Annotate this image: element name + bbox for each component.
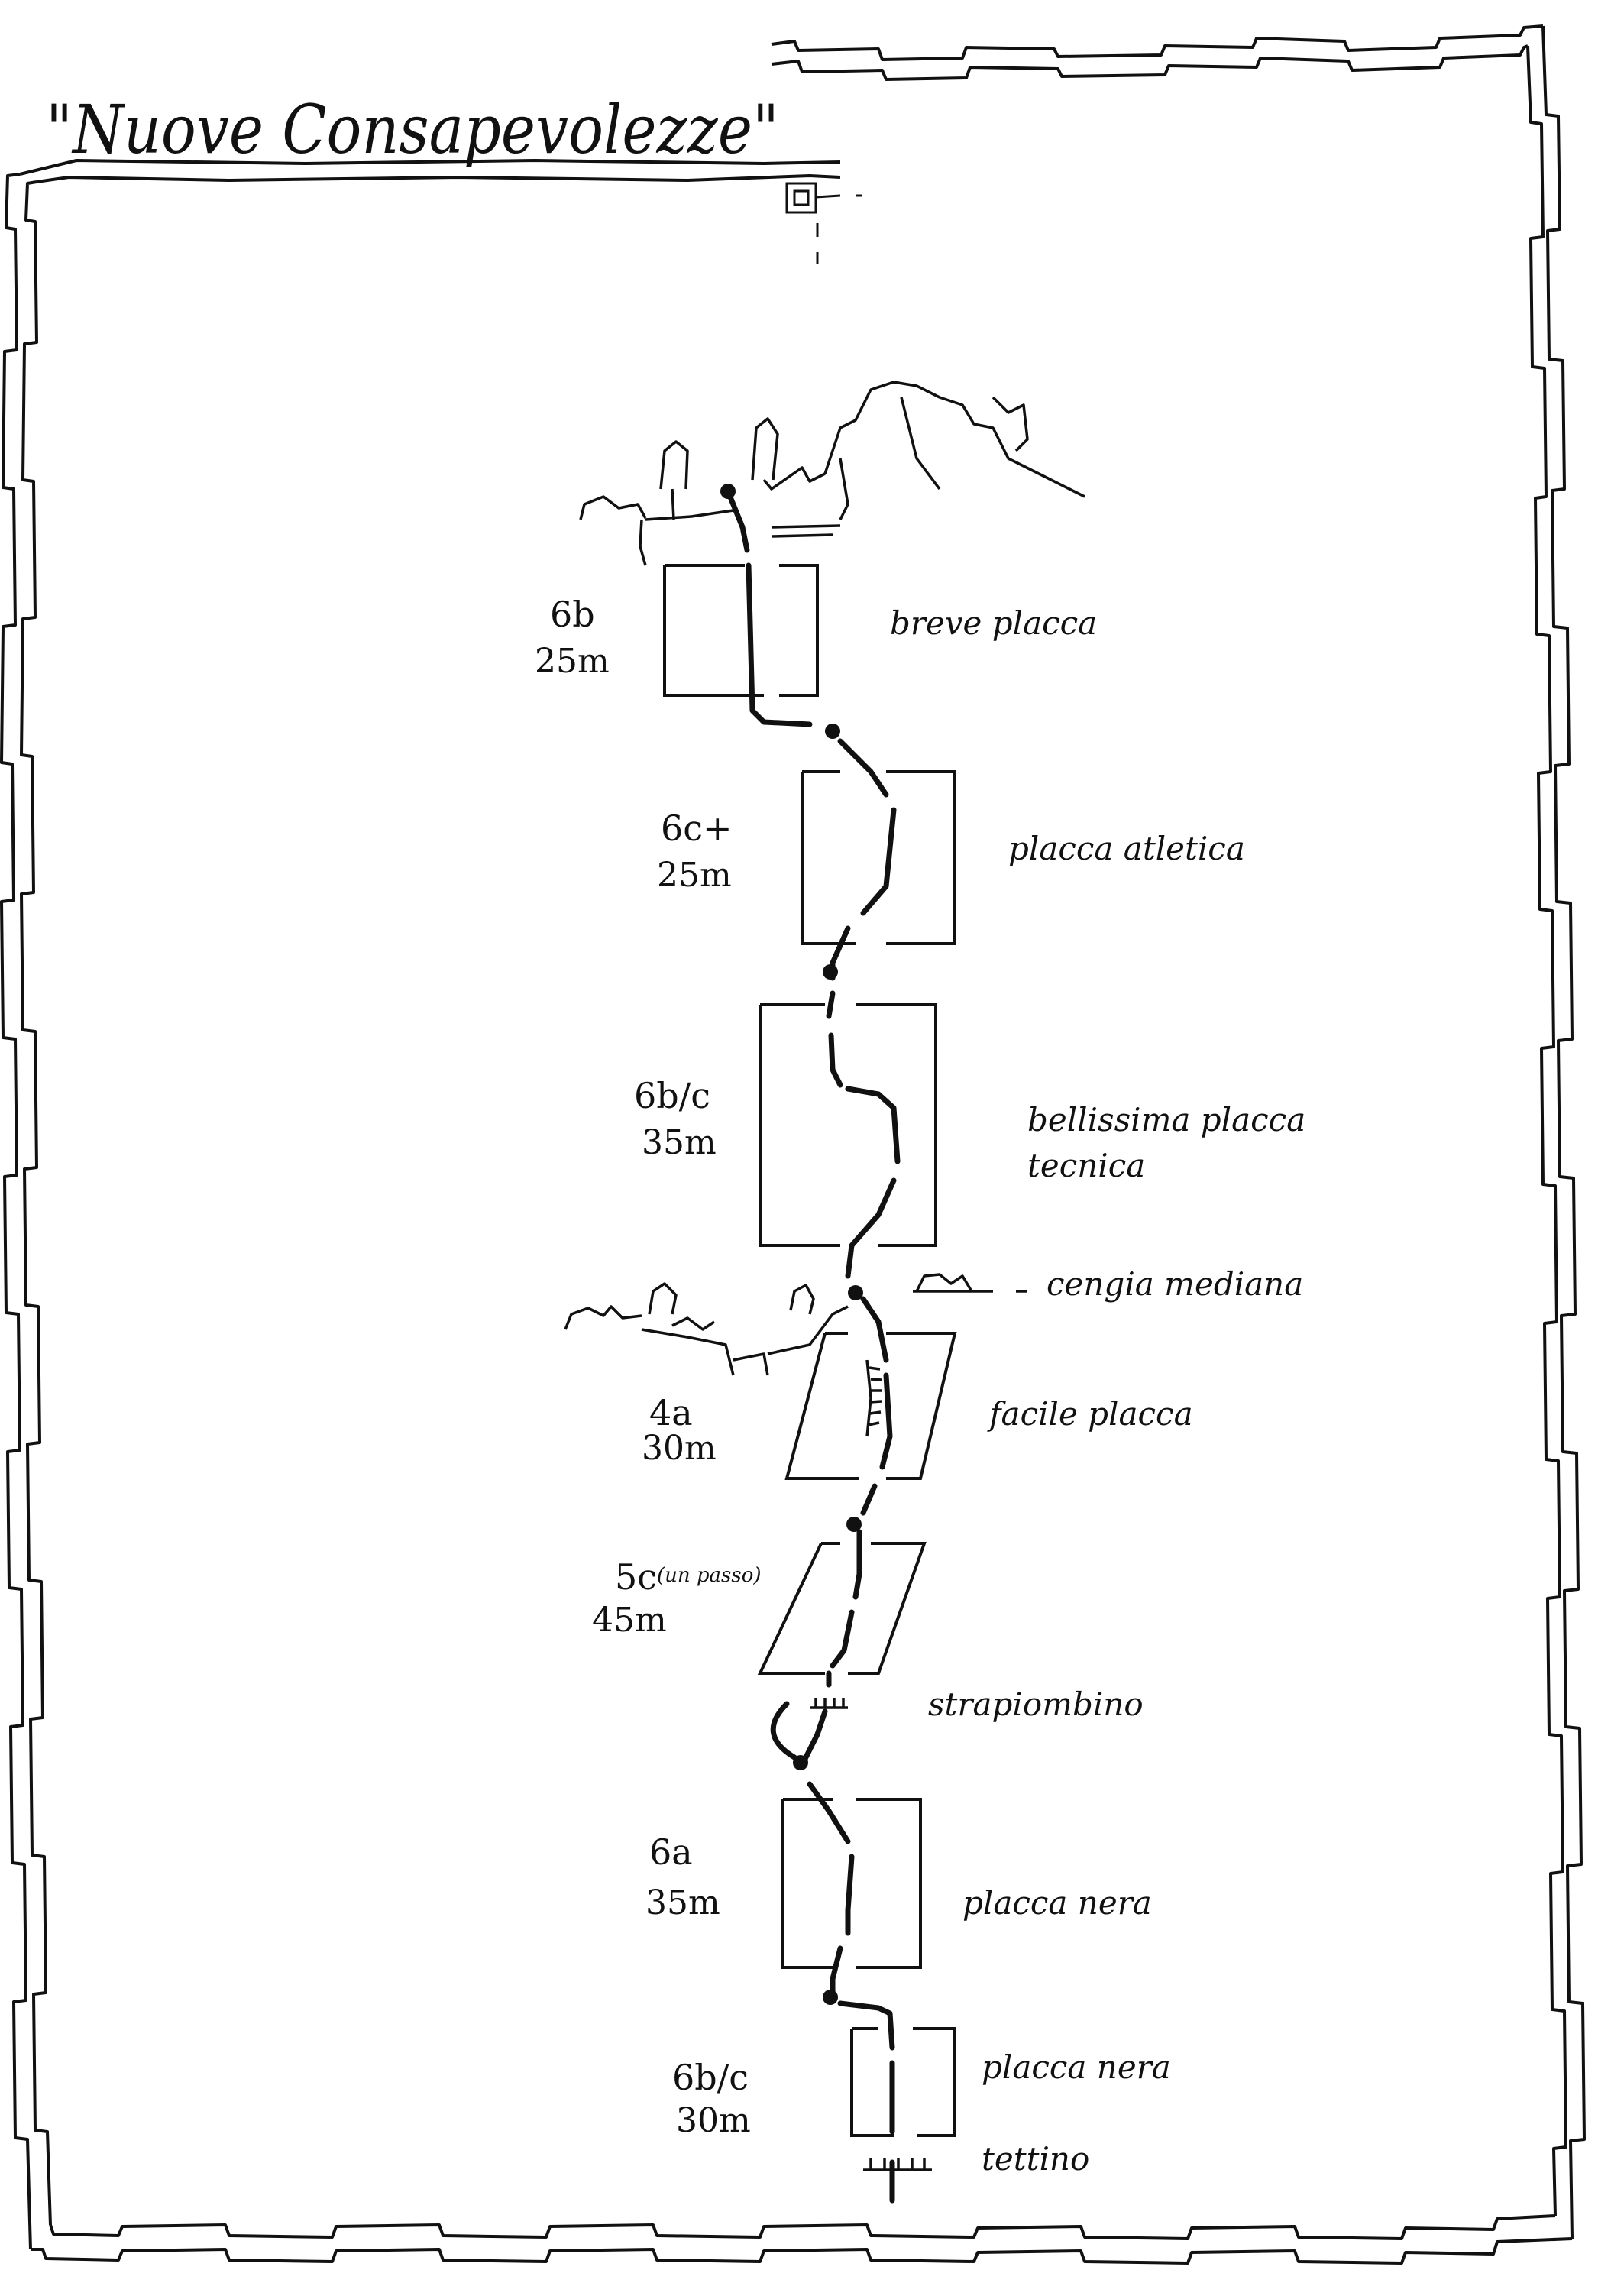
pitch-1-description: breve placca xyxy=(890,604,1097,642)
pitch-3-length: 35m xyxy=(642,1123,717,1162)
belay-station xyxy=(848,1285,863,1300)
pitch-box-4 xyxy=(784,1332,957,1480)
route-line xyxy=(726,492,901,2204)
belay-station xyxy=(793,1755,808,1770)
pitch-7-grade: 6b/c xyxy=(672,2057,749,2098)
ledge-terrain xyxy=(564,1273,1027,1376)
belay-stations xyxy=(720,484,863,2005)
pitch-5-length: 45m xyxy=(592,1601,667,1640)
pitch-box-1 xyxy=(663,564,819,697)
pitch-3-description: bellissima placca xyxy=(1027,1101,1305,1138)
cengia-label: cengia mediana xyxy=(1047,1265,1303,1303)
pitch-box-6 xyxy=(781,1798,922,1969)
pitch-1-length: 25m xyxy=(535,642,610,681)
pitch-labels: 6b 25m 6c+ 25m 6b/c 35m 4a 30m 5c (un pa… xyxy=(535,594,762,2140)
pitch-6-description: placca nera xyxy=(962,1884,1152,1922)
pitch-3-description-2: tecnica xyxy=(1027,1147,1145,1184)
pitch-7-description: placca nera xyxy=(982,2048,1171,2086)
belay-station xyxy=(846,1517,862,1532)
belay-station xyxy=(720,484,736,499)
frame-border xyxy=(0,24,1586,2265)
pitch-4-grade: 4a xyxy=(649,1392,693,1433)
pitch-boxes xyxy=(663,564,957,2137)
strapiombino-label: strapiombino xyxy=(928,1686,1144,1723)
belay-station xyxy=(823,1990,838,2005)
pitch-1-grade: 6b xyxy=(550,594,595,635)
pitch-4-length: 30m xyxy=(642,1429,717,1468)
summit-terrain xyxy=(579,381,1085,566)
pitch-7-length: 30m xyxy=(676,2101,751,2140)
pitch-6-grade: 6a xyxy=(649,1831,693,1873)
pitch-3-grade: 6b/c xyxy=(634,1075,710,1116)
pitch-descriptions: breve placca placca atletica bellissima … xyxy=(890,604,1305,2178)
pitch-2-description: placca atletica xyxy=(1008,830,1245,867)
pitch-box-5 xyxy=(757,1542,927,1675)
belay-station xyxy=(823,964,838,980)
tettino-label: tettino xyxy=(982,2140,1089,2178)
pitch-2-grade: 6c+ xyxy=(661,808,733,849)
pitch-6-length: 35m xyxy=(645,1883,720,1922)
route-title: "Nuove Consapevolezze" xyxy=(46,90,779,169)
strapiombino-arc xyxy=(770,1701,797,1760)
pitch-box-2 xyxy=(801,770,956,945)
pitch-box-7 xyxy=(850,2027,956,2137)
corner-mark-icon xyxy=(785,182,862,264)
pitch-5-grade-note: (un passo) xyxy=(657,1564,762,1587)
pitch-4-description: facile placca xyxy=(987,1395,1193,1433)
pitch-box-3 xyxy=(759,1003,937,1247)
pitch-2-length: 25m xyxy=(657,856,732,895)
belay-station xyxy=(825,724,840,739)
pitch-5-grade: 5c xyxy=(615,1556,657,1598)
rock-features xyxy=(810,1359,932,2171)
